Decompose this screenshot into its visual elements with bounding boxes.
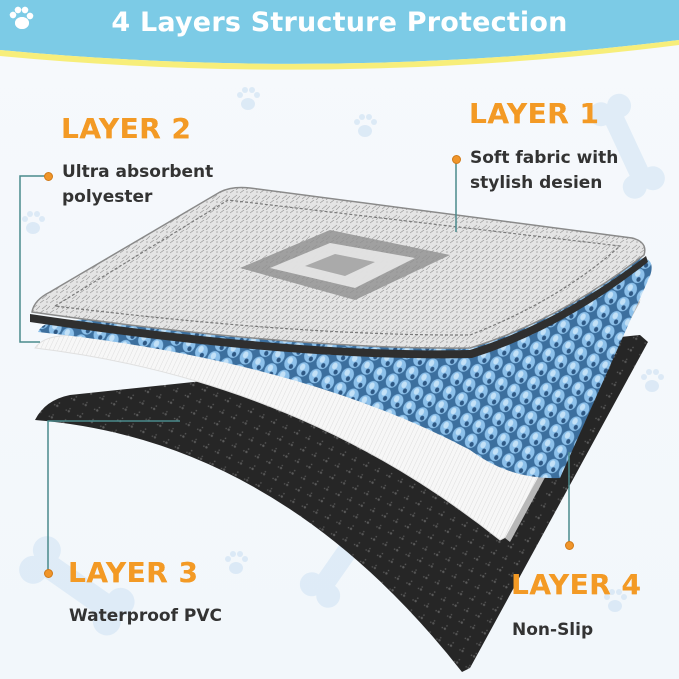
header-banner: 4 Layers Structure Protection [0,0,679,80]
layer-1-description-line2: stylish desien [470,173,603,193]
layer-4-description: Non-Slip [512,618,593,643]
layer-2-connector-dot [44,172,53,181]
page-title: 4 Layers Structure Protection [0,6,679,38]
paw-icon [237,87,260,110]
paw-icon [225,551,248,574]
layer-2-description-line2: polyester [62,187,153,207]
bone-icon [588,93,665,199]
paw-icon [22,211,45,234]
layer-2-description-line1: Ultra absorbent [62,162,214,182]
layer-3-description: Waterproof PVC [69,604,222,629]
bone-icon [19,536,135,636]
layer-2-heading: LAYER 2 [61,112,192,145]
layer-1-heading: LAYER 1 [469,97,600,130]
layer-1-description: Soft fabric with stylish desien [470,146,618,196]
layer-3-description-line1: Waterproof PVC [69,606,222,626]
layer-3-connector-dot [44,569,53,578]
paw-icon [354,114,377,137]
layer-1-connector-dot [452,155,461,164]
layer-3-heading: LAYER 3 [68,556,199,589]
layer-4-heading: LAYER 4 [511,568,642,601]
layer-1-description-line1: Soft fabric with [470,148,619,168]
paw-icon [641,369,664,392]
paw-icon [604,589,627,612]
layer-4-connector-dot [565,541,574,550]
header-shape [0,0,679,70]
layer-2-description: Ultra absorbent polyester [62,160,213,210]
paw-icon [9,6,34,29]
title-text: 4 Layers Structure Protection [111,7,568,38]
layer-4-description-line1: Non-Slip [512,620,594,640]
